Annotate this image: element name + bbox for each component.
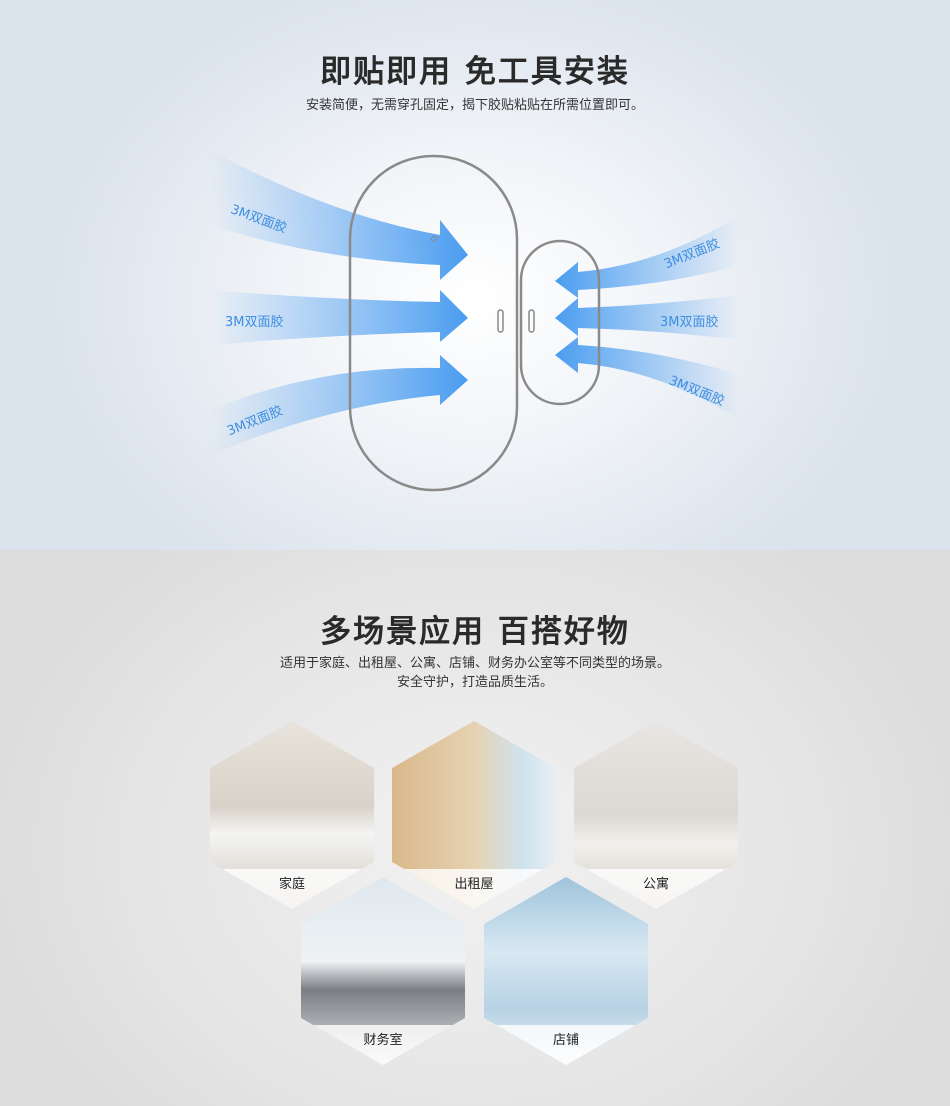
scenes-subtitle-line2: 安全守护，打造品质生活。 (396, 675, 553, 690)
scene-store: 店铺 (484, 877, 648, 1065)
glue-label: 3M双面胶 (660, 315, 719, 330)
sensor-mark (497, 309, 504, 333)
glue-label: 3M双面胶 (225, 315, 284, 330)
arrow-icon (210, 150, 468, 280)
scene-label: 财务室 (301, 1025, 465, 1065)
sensor-body (348, 154, 519, 492)
left-arrows (210, 150, 468, 455)
install-title: 即贴即用 免工具安装 (320, 54, 630, 90)
scene-finance-office: 财务室 (301, 877, 465, 1065)
arrow-icon (555, 215, 740, 298)
arrow-icon (210, 355, 468, 455)
scenes-title: 多场景应用 百搭好物 (320, 614, 630, 650)
indicator-light (431, 236, 437, 242)
scene-rental: 出租屋 (392, 721, 556, 909)
install-section: 即贴即用 免工具安装 安装简便，无需穿孔固定，揭下胶贴粘贴在所需位置即可。 3M… (0, 0, 950, 550)
arrow-icon (555, 295, 740, 340)
scene-label: 店铺 (484, 1025, 648, 1065)
scenes-subtitle-line1: 适用于家庭、出租屋、公寓、店铺、财务办公室等不同类型的场景。 (279, 656, 670, 671)
scene-apartment: 公寓 (574, 721, 738, 909)
right-arrows (555, 215, 740, 420)
install-subtitle: 安装简便，无需穿孔固定，揭下胶贴粘贴在所需位置即可。 (305, 98, 644, 113)
scene-home: 家庭 (210, 721, 374, 909)
device-illustration (210, 150, 740, 492)
magnet-mark (528, 309, 535, 333)
arrow-icon (555, 337, 740, 420)
scenes-section: 多场景应用 百搭好物 适用于家庭、出租屋、公寓、店铺、财务办公室等不同类型的场景… (0, 550, 950, 1106)
arrow-icon (210, 290, 468, 345)
magnet-body (519, 239, 601, 406)
